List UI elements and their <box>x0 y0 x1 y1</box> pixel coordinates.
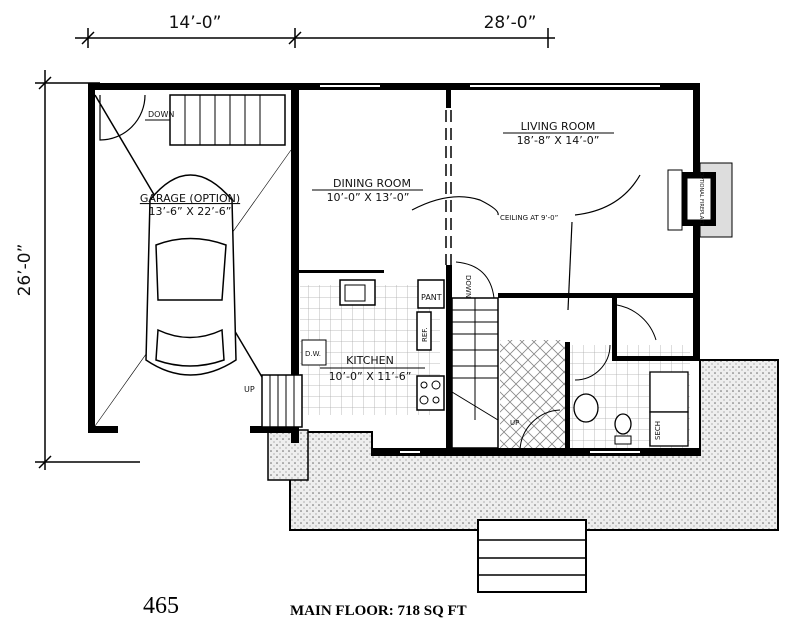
room-name-garage: GARAGE (OPTION) <box>140 192 240 205</box>
room-size-dining: 10’-0” X 13’-0” <box>327 191 410 204</box>
plan-number: 465 <box>143 593 179 619</box>
garage-door-swing <box>99 94 146 141</box>
ceiling-arrows <box>411 174 641 311</box>
toilet-icon <box>614 413 632 435</box>
dim-depth: 26’-0” <box>15 244 35 297</box>
room-name-kitchen: KITCHEN <box>346 354 394 367</box>
stair-down-label: DOWN <box>464 275 472 298</box>
dimension-lines <box>35 28 555 470</box>
garage-down-label: DOWN <box>148 110 174 119</box>
room-size-living: 18’-8” X 14’-0” <box>517 134 600 147</box>
pantry-label: PANT <box>421 293 442 302</box>
washer-icon <box>649 371 689 413</box>
dryer-label: SECH <box>654 421 662 440</box>
dim-house-width: 28’-0” <box>484 13 537 33</box>
dim-garage-width: 14’-0” <box>169 13 222 33</box>
room-size-garage: 13’-6” X 22’-6” <box>149 205 232 218</box>
garage-up-label: UP <box>244 385 255 394</box>
room-name-living: LIVING ROOM <box>521 120 596 133</box>
car-icon <box>94 94 292 427</box>
bath-sink-icon <box>573 393 599 423</box>
room-size-kitchen: 10’-0” X 11’-6” <box>329 370 412 383</box>
fireplace-icon: OPTIONAL FIREPLACE <box>667 162 733 238</box>
fireplace-label: OPTIONAL FIREPLACE <box>698 172 704 226</box>
sink-icon <box>344 284 366 302</box>
porch-steps <box>477 519 587 593</box>
stove-icon <box>416 375 445 411</box>
ceiling-note: CEILING AT 9’-0” <box>500 214 558 222</box>
floor-area: MAIN FLOOR: 718 SQ FT <box>290 603 467 619</box>
fridge-label: REF. <box>421 328 429 342</box>
room-name-dining: DINING ROOM <box>333 177 411 190</box>
stair-up-label: UP <box>510 419 519 427</box>
dishwasher-label: D.W. <box>305 350 321 358</box>
